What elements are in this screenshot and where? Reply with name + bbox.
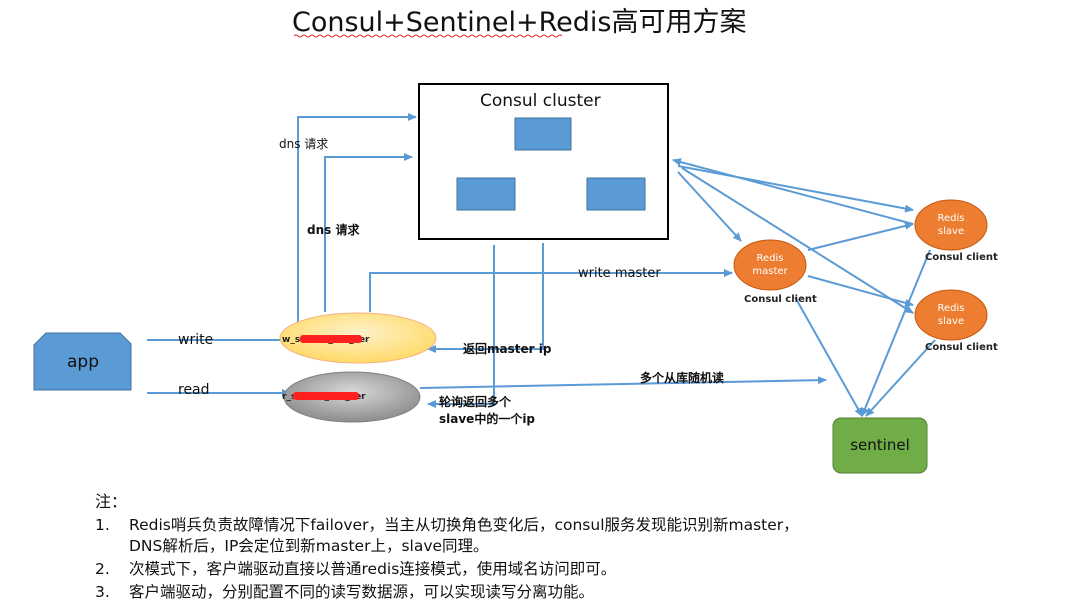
consul-server-node-1 [514,117,572,151]
page-title: Consul+Sentinel+Redis高可用方案 [292,7,746,38]
sentinel-node: sentinel [832,417,928,474]
poll-return-label-2: slave中的一个ip [439,411,535,426]
redis-master-node: Redis master Consul client [733,239,817,305]
poll-return-label-1: 轮询返回多个 [439,394,512,409]
consul-cluster: Consul cluster [418,83,669,240]
redis-slave-2-line2: slave [938,316,964,327]
consul-server-node-3 [586,177,646,211]
redis-master-line1: Redis [757,253,784,264]
redis-slave-1-caption: Consul client [925,252,998,263]
notes-heading: 注： [95,492,128,511]
consul-cluster-label: Consul cluster [480,91,601,111]
consul-to-master-arrow [677,171,742,242]
consul-to-slave2-arrow [681,167,914,314]
return-slave-ip-arrow [427,245,495,408]
dns-arrow-write [297,113,417,330]
app-label: app [67,352,99,372]
redis-master-line2: master [752,266,788,277]
master-to-slave2-arrow [807,275,914,307]
redis-slave-1-node: Redis slave Consul client [914,199,998,263]
redis-slave-1-line2: slave [938,226,964,237]
dns-request-label-1: dns 请求 [279,137,328,151]
title-spellcheck-underline [293,34,563,38]
slave2-to-sentinel-arrow [865,339,936,417]
note-item-3: 3. 客户端驱动，分别配置不同的读写数据源，可以实现读写分离功能。 [95,582,995,603]
write-master-arrow [369,269,733,312]
write-proxy-node: w_s 6112_rds_ser [279,312,437,364]
return-master-ip-label: 返回master ip [463,341,552,356]
read-proxy-node: r_s 6112_rds_ser [282,371,421,423]
write-proxy-redaction [300,335,362,343]
slave1-to-consul-arrow [672,158,914,225]
note-number: 3. [95,583,110,601]
consul-server-node-2 [456,177,516,211]
random-read-label: 多个从库随机读 [640,370,724,385]
note-text: 客户端驱动，分别配置不同的读写数据源，可以实现读写分离功能。 [129,583,595,601]
dns-arrow-read [324,153,413,312]
connectors [147,113,936,417]
redis-slave-2-node: Redis slave Consul client [914,289,998,353]
redis-slave-2-caption: Consul client [925,342,998,353]
random-read-arrow [419,376,827,389]
slave1-to-sentinel-arrow [861,249,931,417]
note-number: 1. [95,516,110,534]
notes-section: 注： 1. Redis哨兵负责故障情况下failover，当主从切换角色变化后，… [95,488,995,605]
master-to-sentinel-arrow [794,296,863,417]
write-label: write [178,332,213,348]
note-text: 次模式下，客户端驱动直接以普通redis连接模式，使用域名访问即可。 [129,560,617,578]
app-node: app [33,332,132,391]
consul-to-slave1-arrow [677,165,914,213]
note-number: 2. [95,560,110,578]
read-proxy-redaction [293,392,359,400]
dns-request-label-2: dns 请求 [307,222,360,237]
read-label: read [178,382,210,398]
write-master-label: write master [578,266,661,281]
note-item-2: 2. 次模式下，客户端驱动直接以普通redis连接模式，使用域名访问即可。 [95,559,995,580]
redis-slave-1-line1: Redis [938,213,965,224]
return-master-ip-arrow [427,243,544,353]
redis-slave-2-line1: Redis [938,303,965,314]
note-text: Redis哨兵负责故障情况下failover，当主从切换角色变化后，consul… [129,516,799,555]
sentinel-label: sentinel [850,436,910,454]
master-to-slave1-arrow [807,222,914,251]
redis-master-caption: Consul client [744,294,817,305]
note-item-1: 1. Redis哨兵负责故障情况下failover，当主从切换角色变化后，con… [95,515,995,557]
